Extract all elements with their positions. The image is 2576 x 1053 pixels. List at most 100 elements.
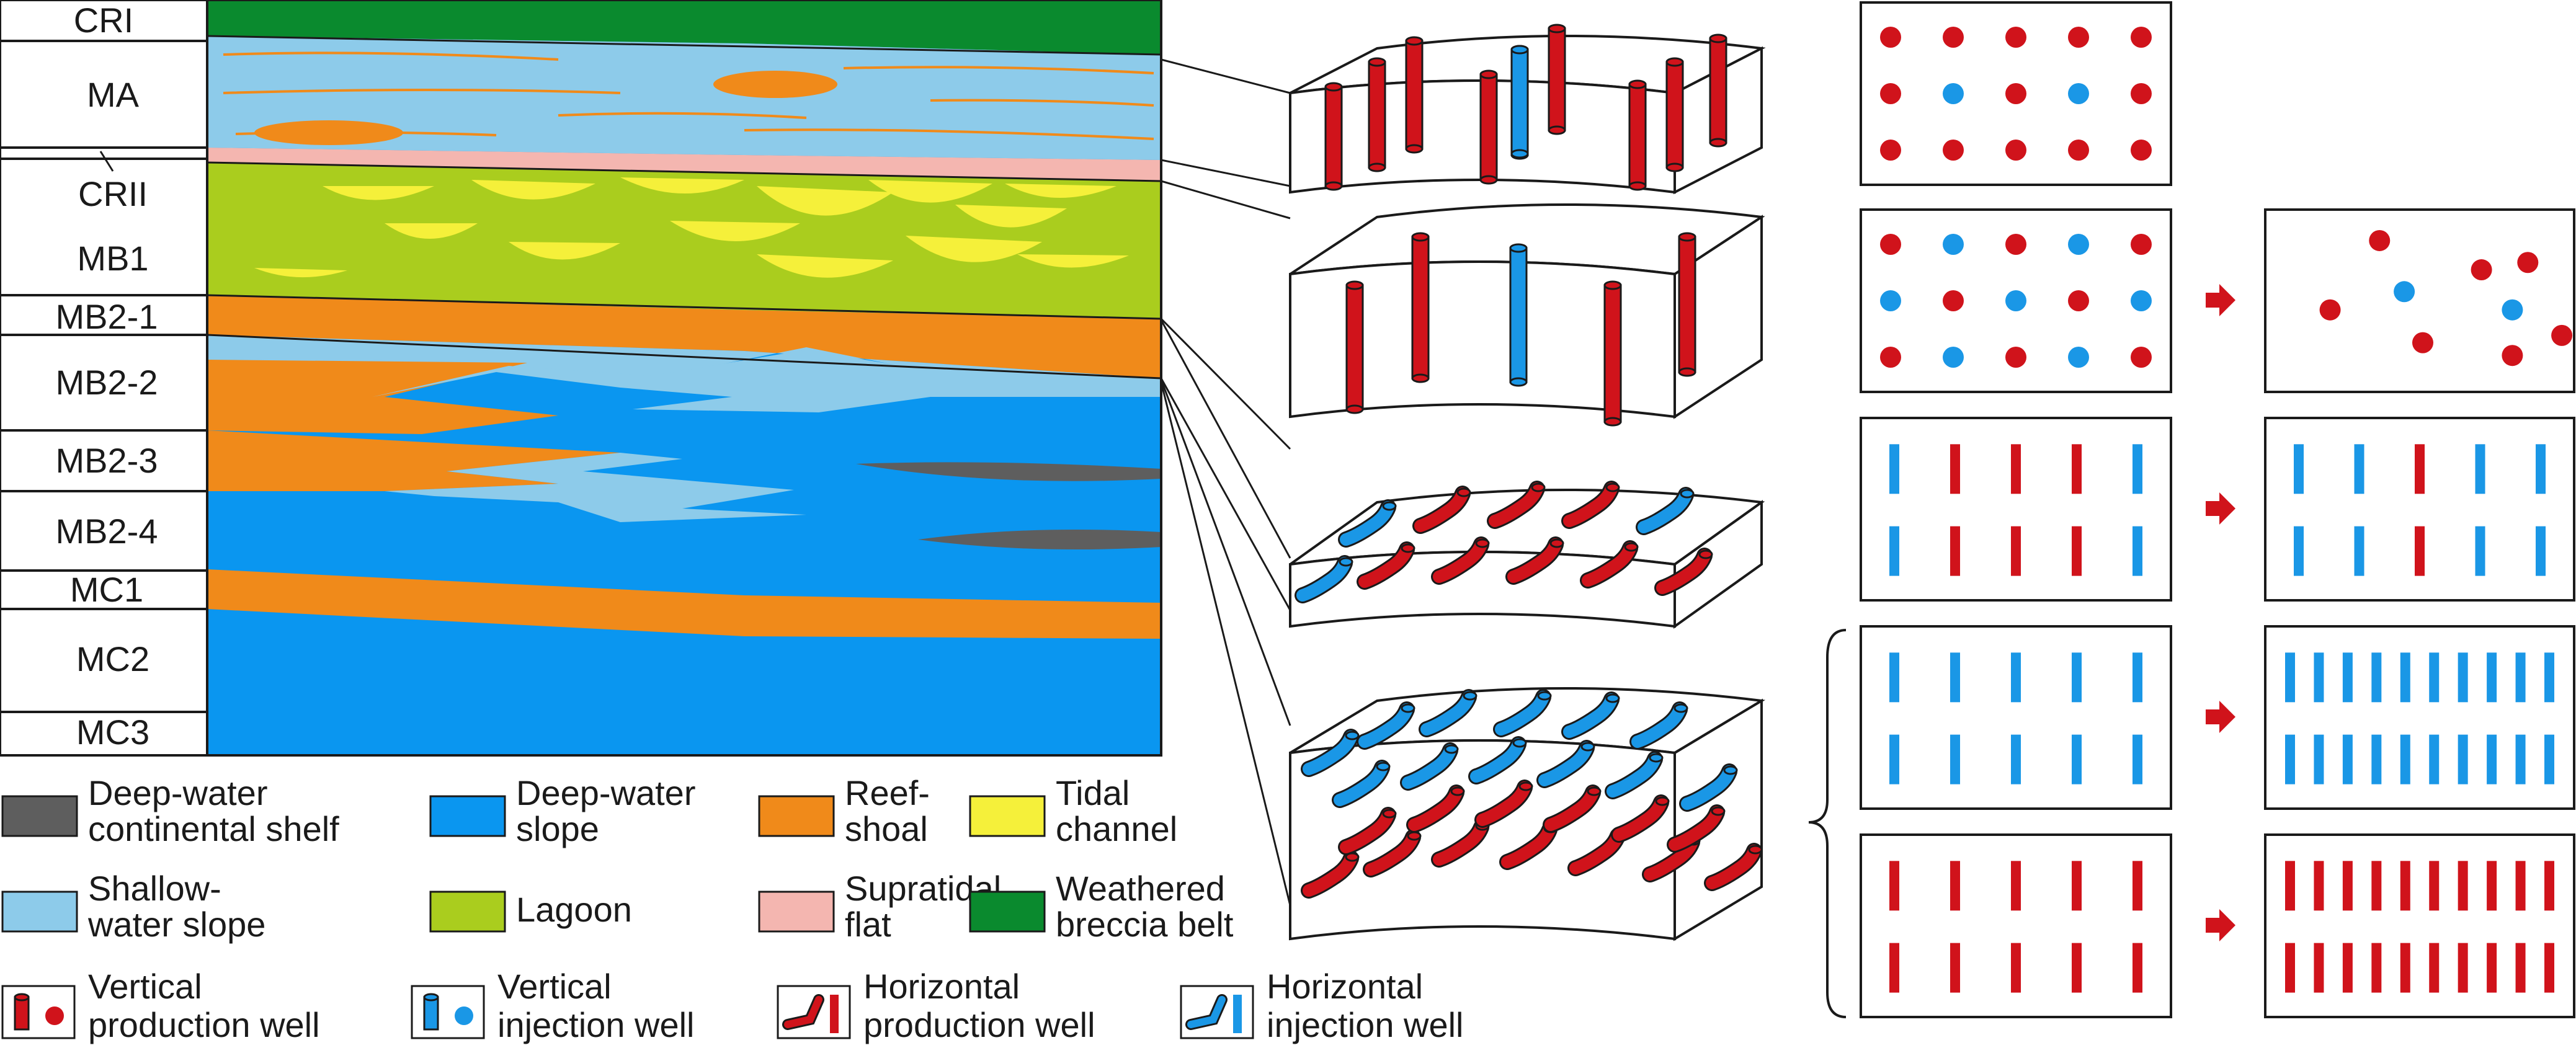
injection-well-dot [1943,83,1964,104]
horizontal-injection-well-mark [2133,526,2142,576]
well-blocks-3d [1289,24,1766,941]
vertical-production-well-icon [1,985,76,1039]
horizontal-injection-well-mark [2072,652,2082,703]
production-well-dot [2412,332,2433,353]
horizontal-injection-well-mark [2314,652,2324,703]
horizontal-production-well [1301,850,1360,899]
stratum-mb2-1: MB2-1 [56,297,158,336]
production-well-dot [1943,290,1964,311]
vertical-production-well [1479,69,1498,185]
horizontal-injection-well [1357,701,1415,750]
vertical-production-well [1368,57,1386,172]
stratum-mb2-3: MB2-3 [56,441,158,480]
horizontal-injection-well-mark [2371,734,2382,784]
legend-label: breccia belt [1056,905,1234,944]
production-well-dot [1943,27,1964,48]
deep-water-shelf-swatch [1,795,78,837]
legend-item-facies: Shallow-water slope [1,869,265,944]
horizontal-injection-well [1468,736,1527,784]
legend-label: continental shelf [88,809,339,848]
horizontal-production-well-mark [2458,943,2468,993]
horizontal-injection-well [1301,729,1360,777]
injection-well-dot [1943,234,1964,255]
legend-label: Weathered [1056,869,1225,908]
production-well-dot [1880,347,1901,368]
deep-water-slope-swatch [429,795,506,837]
injection-well-dot [2394,281,2415,303]
production-well-dot [2131,234,2152,255]
legend-label: production well [88,1005,320,1044]
production-well-dot [2131,347,2152,368]
injection-well-dot [1880,290,1901,311]
legend-label: Vertical [88,967,202,1006]
legend-label: slope [516,809,599,848]
brace [1808,629,1847,1018]
injection-well-dot [2131,290,2152,311]
horizontal-production-well [1704,843,1763,891]
legend-label: Horizontal [863,967,1020,1006]
horizontal-injection-well-mark [2475,526,2485,576]
horizontal-injection-well-mark [2133,444,2142,494]
horizontal-injection-well-mark [2354,444,2364,494]
horizontal-injection-well-mark [2133,734,2142,784]
horizontal-production-well-mark [2011,526,2021,576]
production-well-dot [2005,347,2026,368]
legend-label: Vertical [497,967,612,1006]
vertical-production-well [1324,82,1343,191]
legend-label: injection well [497,1005,695,1044]
pattern-panel-ma [1860,1,2172,186]
injection-well-dot [2068,83,2089,104]
horizontal-injection-well-mark [2544,734,2554,784]
horizontal-injection-well-mark [2011,652,2021,703]
horizontal-production-well-mark [1950,526,1960,576]
legend-label: Shallow- [88,869,221,908]
horizontal-production-well-mark [2371,861,2382,911]
legend-label: Reef- [845,773,930,812]
pattern-panel-mb2-2-production-after [2264,833,2575,1018]
production-well-dot [2068,290,2089,311]
horizontal-injection-well [1295,555,1353,603]
stratum-cri: CRI [74,1,133,40]
production-well-dot [1880,83,1901,104]
production-well-dot [2471,259,2492,281]
horizontal-production-well-mark [2544,943,2554,993]
production-well-dot [2551,324,2573,346]
production-well-dot [2131,140,2152,161]
horizontal-production-well [1543,784,1602,833]
horizontal-production-well-mark [2133,861,2142,911]
horizontal-production-well-mark [2342,861,2353,911]
vertical-injection-well [1509,243,1528,387]
pattern-panel-mb2-2-injection-before [1860,625,2172,810]
stratum-mc2: MC2 [76,639,149,678]
horizontal-production-well [1357,541,1415,590]
horizontal-production-well-mark [1889,943,1899,993]
horizontal-production-well-mark [2072,526,2082,576]
horizontal-production-well [1487,481,1546,529]
production-well-dot [2005,234,2026,255]
horizontal-production-well-mark [2314,861,2324,911]
shallow-slope-swatch [1,891,78,933]
production-well-dot [2517,252,2539,273]
horizontal-production-well-mark [2400,943,2410,993]
horizontal-production-well-mark [2072,943,2082,993]
stratum-mb2-4: MB2-4 [56,512,158,551]
horizontal-production-well-mark [2314,943,2324,993]
horizontal-production-well-mark [2072,444,2082,494]
horizontal-injection-well-mark [2342,734,2353,784]
production-well-dot [1880,27,1901,48]
horizontal-injection-well-icon [1180,985,1254,1039]
legend-label: shoal [845,809,928,848]
production-well-dot [1880,140,1901,161]
horizontal-production-well [1580,540,1639,589]
legend-label: water slope [87,905,265,944]
vertical-production-well [1665,57,1684,172]
legend-label: channel [1056,809,1177,848]
lagoon-swatch [429,891,506,933]
production-well-dot [2068,27,2089,48]
horizontal-injection-well [1332,760,1391,808]
horizontal-injection-well-mark [2285,652,2295,703]
